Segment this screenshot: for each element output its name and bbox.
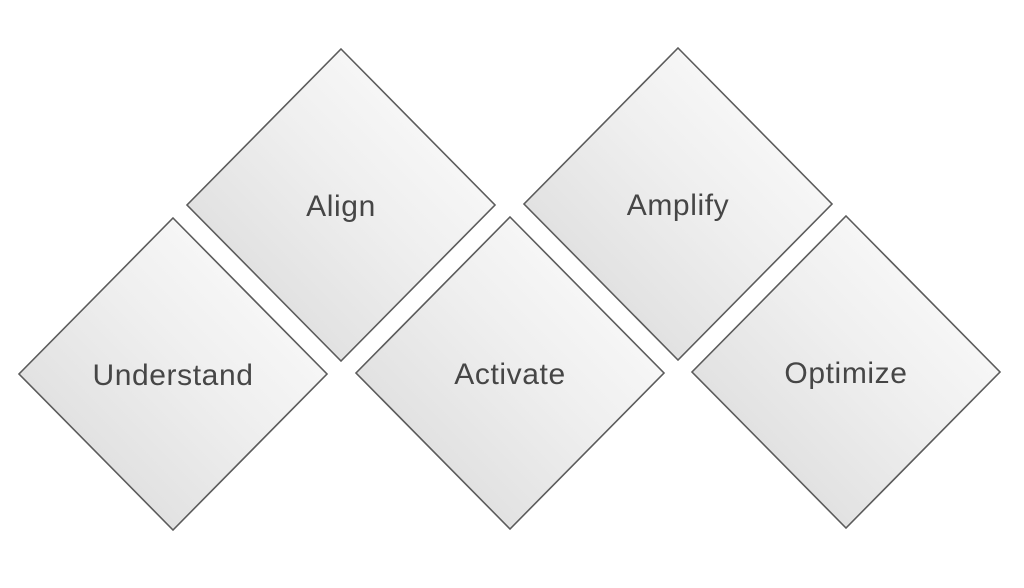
diamond-align-label: Align xyxy=(306,190,376,223)
diamond-align-shape xyxy=(185,47,497,363)
diamond-align: Align xyxy=(185,47,497,363)
diamond-optimize-label: Optimize xyxy=(784,357,907,390)
diamond-activate: Activate xyxy=(354,215,666,531)
diamond-amplify-shape xyxy=(522,46,834,362)
diamond-activate-label: Activate xyxy=(454,358,566,391)
diamond-activate-shape xyxy=(354,215,666,531)
diamond-understand-shape xyxy=(17,216,329,532)
diamond-amplify-label: Amplify xyxy=(627,189,730,222)
diamond-optimize-shape xyxy=(690,214,1002,530)
diamond-understand: Understand xyxy=(17,216,329,532)
diamond-amplify: Amplify xyxy=(522,46,834,362)
diamond-understand-label: Understand xyxy=(92,359,253,392)
diamond-optimize: Optimize xyxy=(690,214,1002,530)
